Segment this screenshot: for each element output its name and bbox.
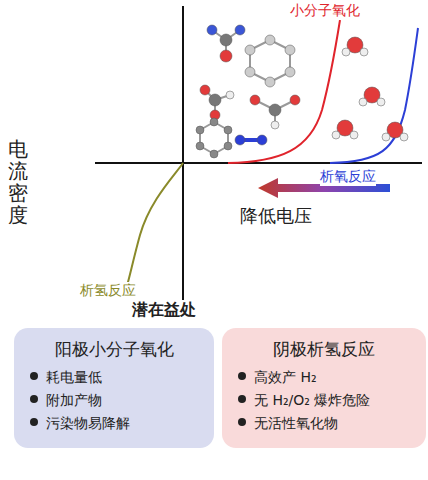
benefit-box: 阳极小分子氧化耗电量低附加产物污染物易降解 [14, 328, 214, 448]
molecules [200, 30, 295, 154]
bullet-item: 无 H₂/O₂ 爆炸危险 [238, 392, 414, 410]
box-heading: 阳极小分子氧化 [26, 338, 202, 361]
bullet-text: 无 H₂/O₂ 爆炸危险 [254, 392, 370, 408]
her-curve [125, 163, 183, 292]
bullet-dot [238, 395, 246, 403]
bullet-text: 附加产物 [46, 392, 102, 408]
y-axis [182, 6, 184, 300]
bullet-text: 高效产 H₂ [254, 369, 317, 385]
atoms [196, 25, 408, 158]
bullet-item: 无活性氧化物 [238, 415, 414, 433]
bullet-text: 污染物易降解 [46, 415, 130, 431]
bullet-dot [238, 372, 246, 380]
bullet-text: 耗电量低 [46, 369, 102, 385]
bullet-item: 高效产 H₂ [238, 369, 414, 387]
bullet-item: 污染物易降解 [30, 415, 202, 433]
oer-curve [330, 28, 418, 163]
axis-label: 电流密度 [8, 138, 28, 226]
bullet-dot [30, 418, 38, 426]
bullet-item: 附加产物 [30, 392, 202, 410]
oxidation-curve [228, 20, 340, 163]
curve-label: 析氧反应 [320, 168, 376, 186]
curve-label: 析氢反应 [80, 282, 136, 300]
bullet-dot [30, 372, 38, 380]
bullet-dot [30, 395, 38, 403]
benefit-box: 阴极析氢反应高效产 H₂ 无 H₂/O₂ 爆炸危险无活性氧化物 [222, 328, 426, 448]
bullet-text: 无活性氧化物 [254, 415, 338, 431]
box-heading: 阴极析氢反应 [234, 338, 414, 361]
section-label: 潜在益处 [132, 300, 196, 321]
curve-label: 小分子氧化 [290, 2, 360, 20]
arrow-label: 降低电压 [240, 204, 312, 228]
bullet-item: 耗电量低 [30, 369, 202, 387]
x-axis [95, 162, 422, 164]
bullet-dot [238, 418, 246, 426]
